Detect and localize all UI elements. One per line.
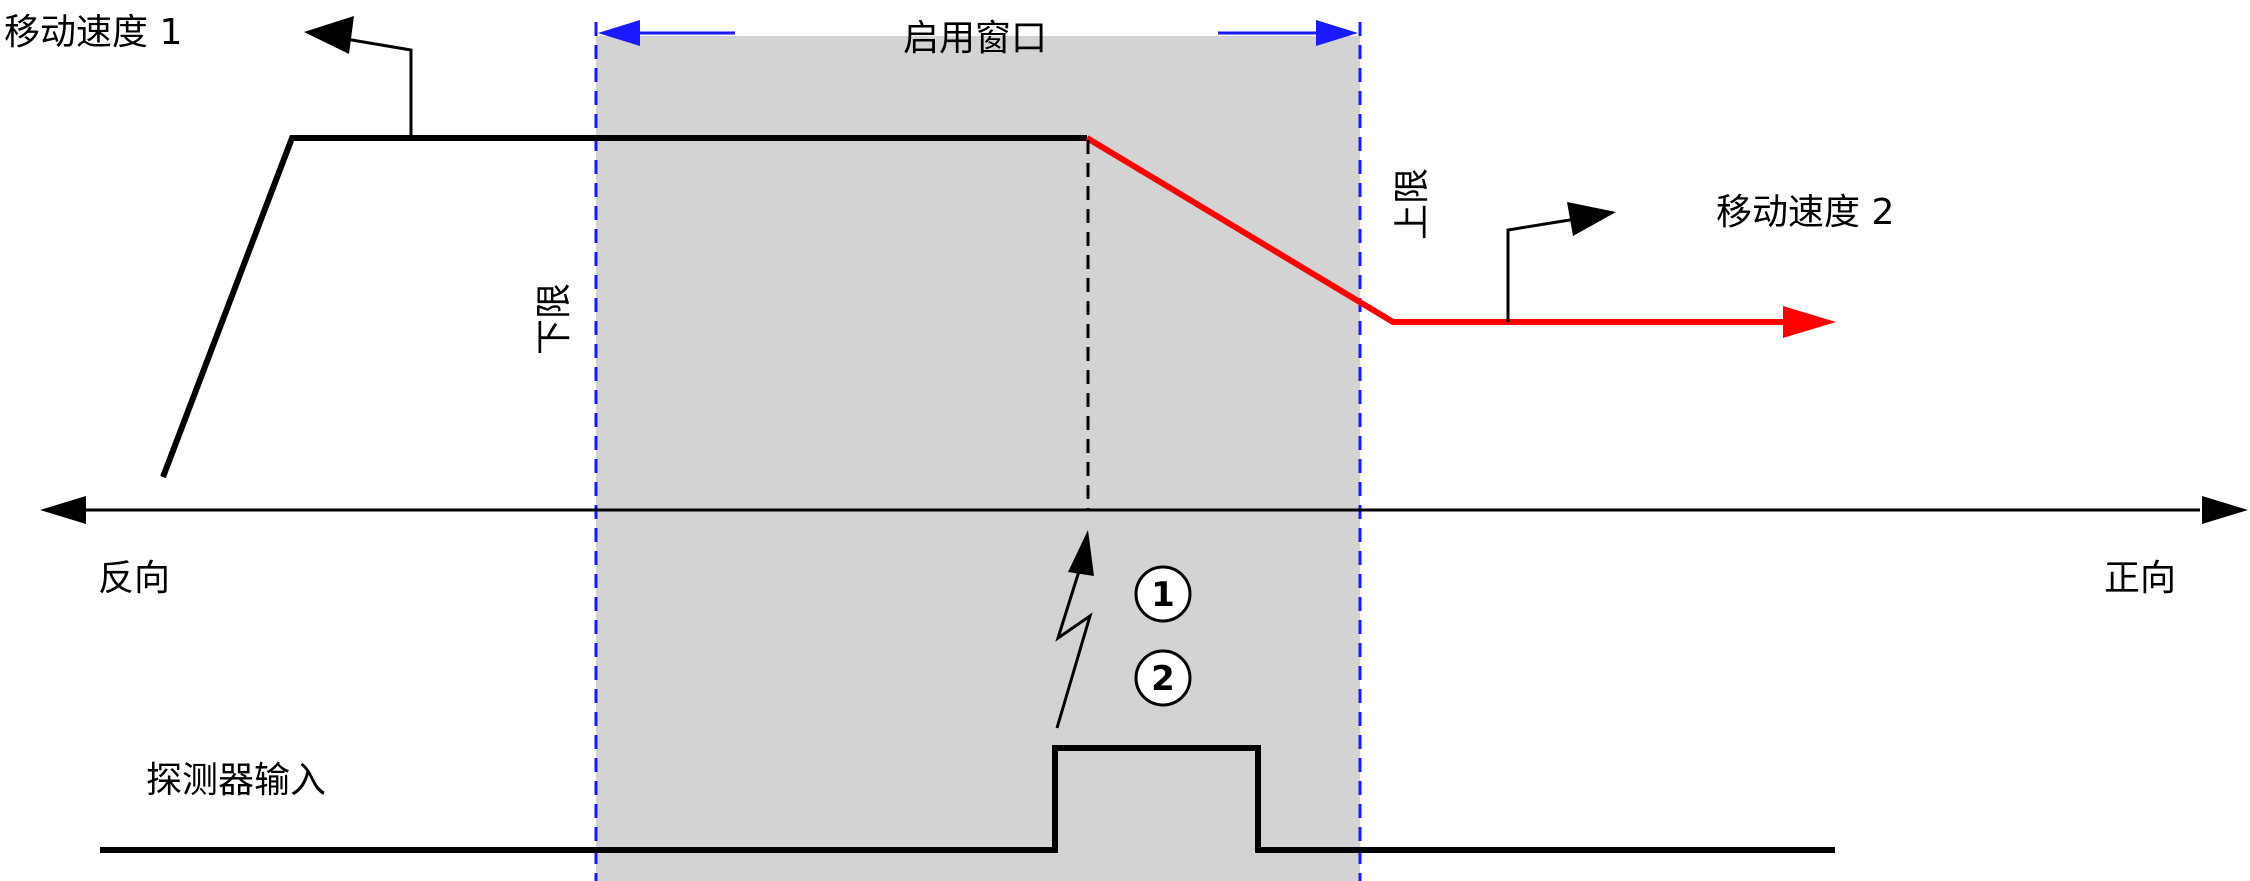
marker-2-label: 2	[1151, 659, 1175, 699]
axis-right-arrowhead	[2202, 496, 2248, 524]
speed1-pointer-arrow	[304, 16, 413, 138]
enable-window-label: 启用窗口	[903, 18, 1047, 59]
axis	[40, 496, 2248, 524]
speed2-label: 移动速度 2	[1716, 192, 1894, 233]
axis-left-arrowhead	[40, 496, 86, 524]
window-left-arrow	[598, 20, 735, 46]
new-speed-arrowhead	[1783, 306, 1836, 338]
lower-limit-label: 下限	[534, 283, 575, 355]
marker-1: 1	[1134, 565, 1192, 623]
marker-1-label: 1	[1151, 575, 1175, 615]
enable-window-region	[596, 36, 1360, 881]
reverse-label: 反向	[98, 558, 170, 599]
trigger-lightning-arrow	[1055, 530, 1094, 729]
probe-input-signal	[100, 745, 1835, 853]
speed-profile-line	[160, 135, 1087, 479]
probe-input-label: 探测器输入	[146, 760, 326, 801]
upper-limit-label: 上限	[1392, 168, 1433, 240]
marker-2: 2	[1134, 649, 1192, 707]
window-right-arrow	[1218, 20, 1358, 46]
new-speed-line	[1085, 135, 1790, 325]
speed2-pointer-arrow	[1506, 202, 1616, 322]
forward-label: 正向	[2104, 558, 2176, 599]
speed1-label: 移动速度 1	[4, 12, 182, 53]
